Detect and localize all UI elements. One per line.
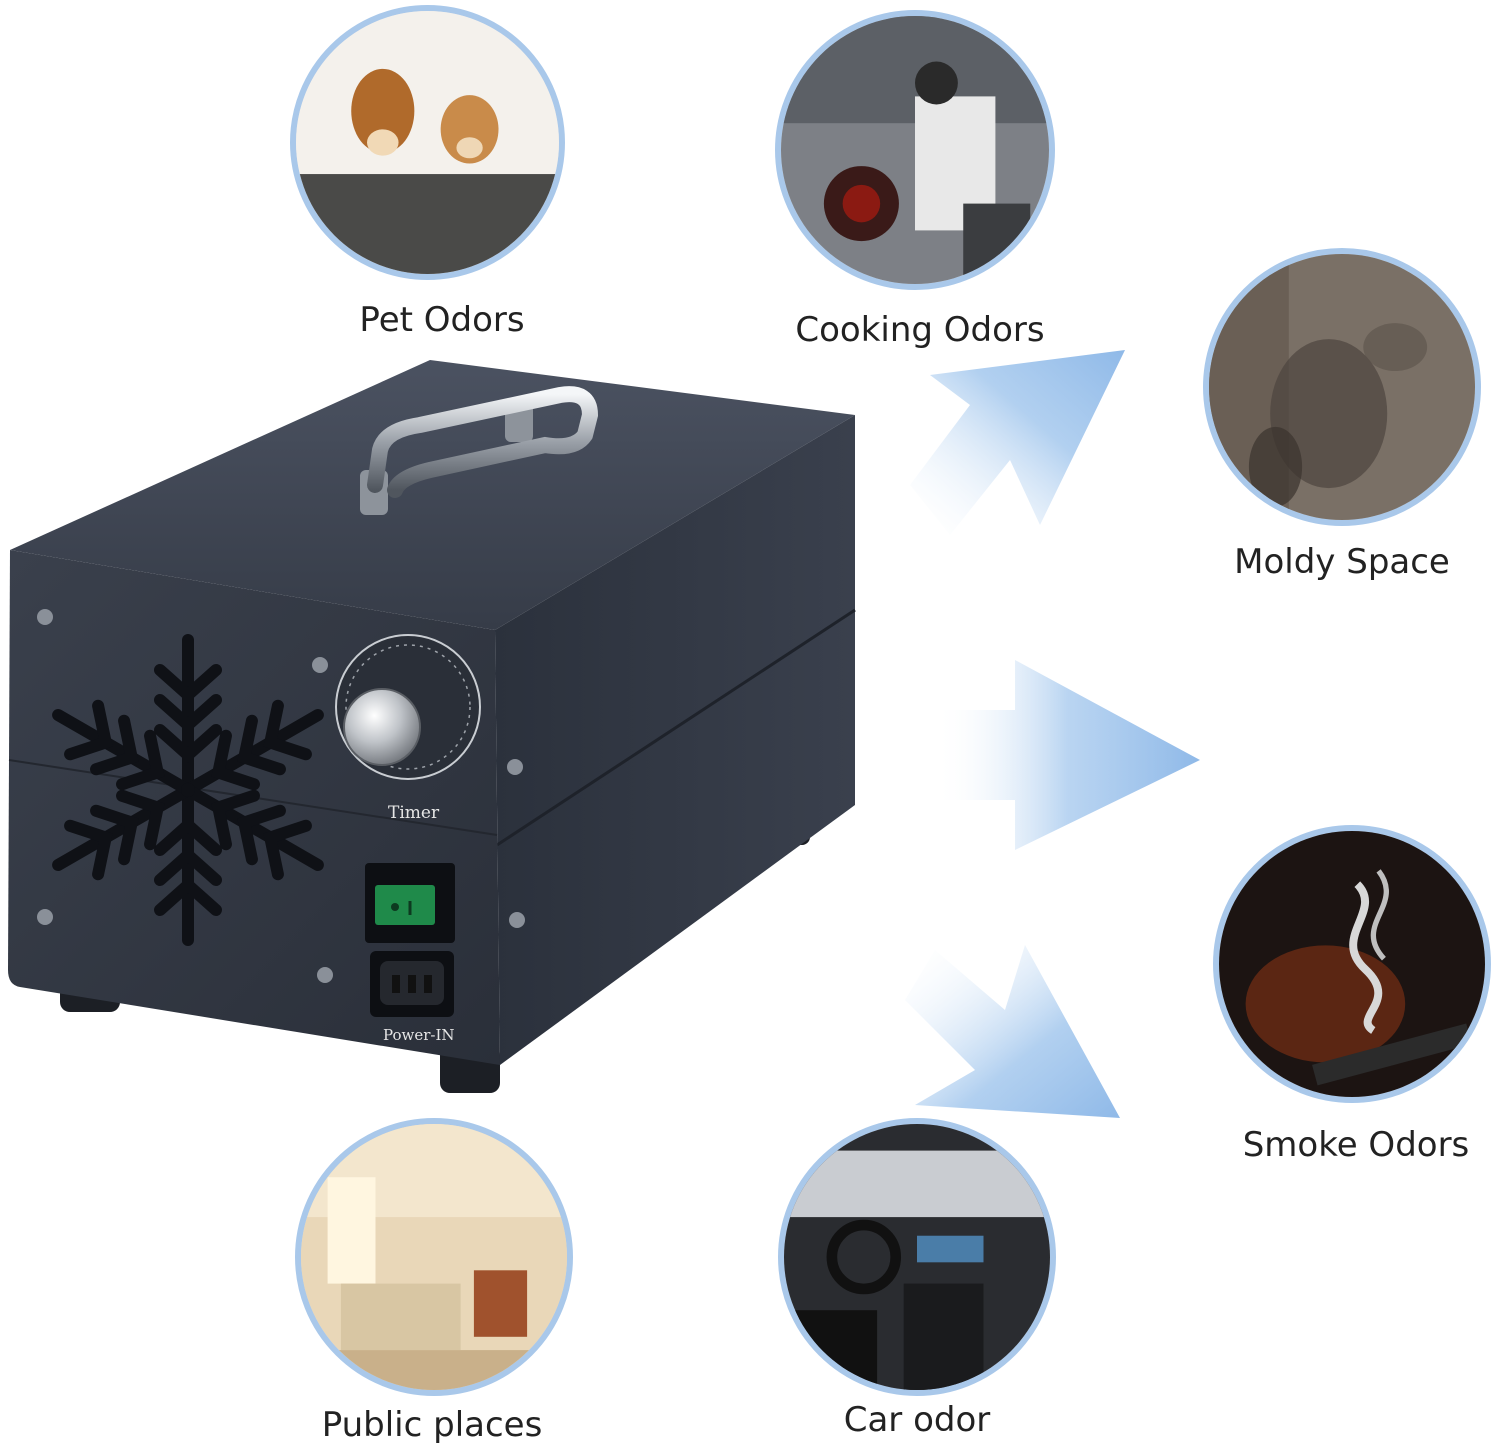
public-places-label: Public places (321, 1405, 543, 1445)
cooking-odors-label: Cooking Odors (795, 310, 1045, 350)
timer-label: Timer (388, 803, 440, 823)
power-in-label: Power-IN (383, 1026, 455, 1044)
arrow-right-icon (935, 660, 1200, 850)
moldy-space-label: Moldy Space (1234, 542, 1450, 582)
public-places-image (295, 1118, 573, 1396)
smoke-odors-label: Smoke Odors (1242, 1125, 1470, 1165)
power-switch[interactable] (375, 885, 435, 925)
snowflake-vent-icon (52, 634, 324, 946)
pet-odors-image (290, 5, 565, 280)
pet-odors-label: Pet Odors (359, 300, 525, 340)
car-odor-image (778, 1118, 1056, 1396)
arrow-right-icon (910, 350, 1125, 535)
ozone-generator: Timer Power-IN (8, 360, 856, 1093)
car-odor-label: Car odor (843, 1400, 991, 1440)
timer-dial[interactable] (335, 634, 481, 780)
arrow-right-icon (905, 945, 1120, 1118)
smoke-odors-image (1213, 825, 1491, 1103)
moldy-space-image (1203, 248, 1481, 526)
cooking-odors-image (775, 10, 1055, 290)
